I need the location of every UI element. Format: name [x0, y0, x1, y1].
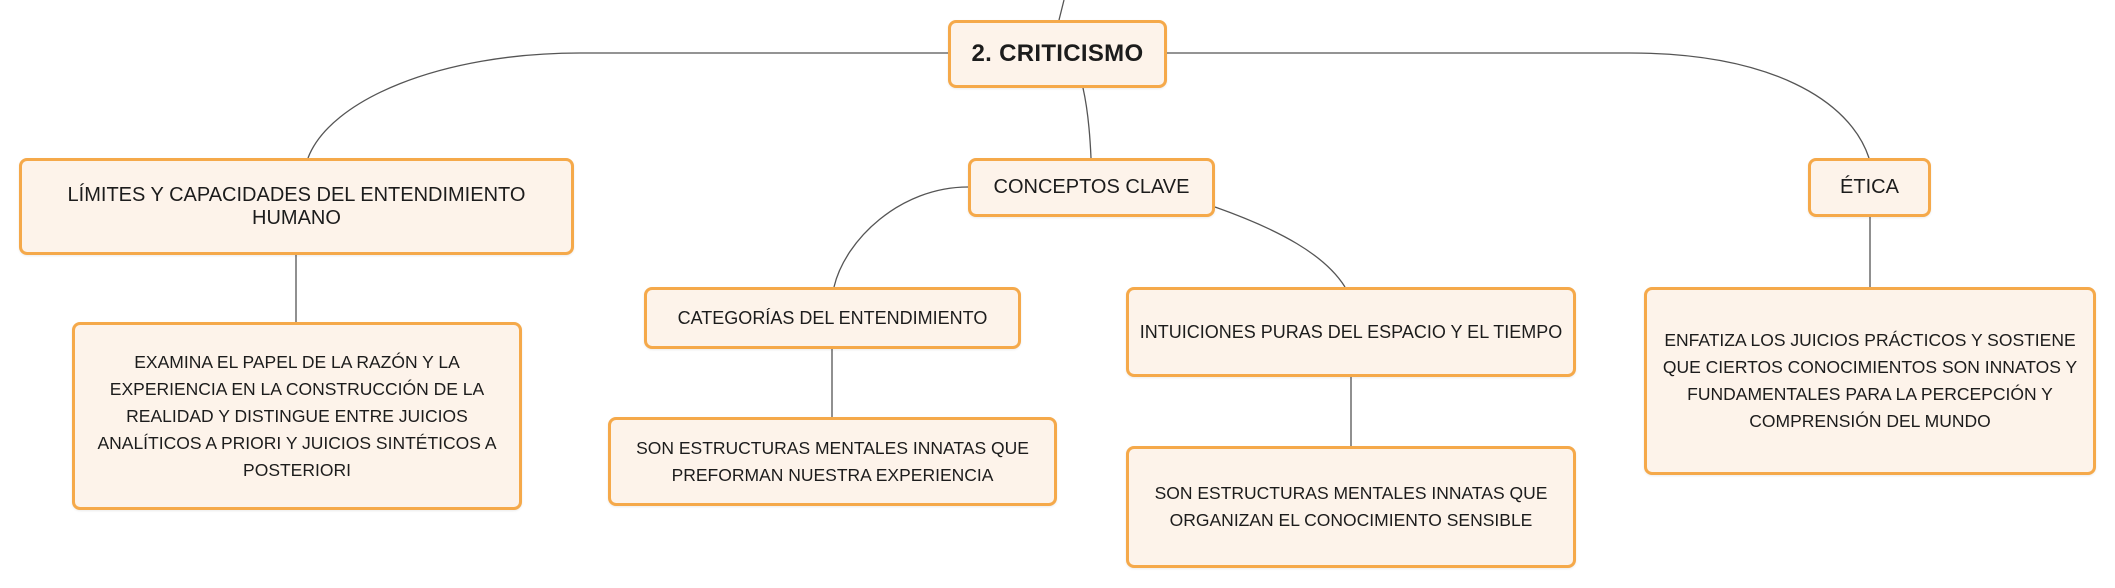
node-categorias[interactable]: CATEGORÍAS DEL ENTENDIMIENTO: [644, 287, 1021, 349]
node-etica-detail[interactable]: ENFATIZA LOS JUICIOS PRÁCTICOS Y SOSTIEN…: [1644, 287, 2096, 475]
connector-root-to-conceptos: [1082, 87, 1092, 159]
root-node-label: 2. CRITICISMO: [971, 40, 1144, 67]
node-conceptos-clave[interactable]: CONCEPTOS CLAVE: [968, 158, 1215, 217]
node-intuiciones-label: INTUICIONES PURAS DEL ESPACIO Y EL TIEMP…: [1139, 321, 1563, 342]
node-limites-detail[interactable]: EXAMINA EL PAPEL DE LA RAZÓN Y LA EXPERI…: [72, 322, 522, 510]
node-conceptos-clave-label: CONCEPTOS CLAVE: [993, 176, 1190, 198]
node-etica-label: ÉTICA: [1840, 176, 1899, 198]
node-categorias-label: CATEGORÍAS DEL ENTENDIMIENTO: [677, 307, 988, 328]
node-etica-detail-label: ENFATIZA LOS JUICIOS PRÁCTICOS Y SOSTIEN…: [1662, 330, 2078, 431]
connector-root-to-limites: [307, 52, 948, 159]
connector-root-to-etica: [1167, 52, 1870, 159]
node-categorias-detail[interactable]: SON ESTRUCTURAS MENTALES INNATAS QUE PRE…: [608, 417, 1057, 506]
node-etica[interactable]: ÉTICA: [1808, 158, 1931, 217]
root-node-criticismo[interactable]: 2. CRITICISMO: [948, 20, 1167, 88]
node-intuiciones-detail[interactable]: SON ESTRUCTURAS MENTALES INNATAS QUE ORG…: [1126, 446, 1576, 568]
node-limites-detail-label: EXAMINA EL PAPEL DE LA RAZÓN Y LA EXPERI…: [97, 351, 497, 480]
node-limites[interactable]: LÍMITES Y CAPACIDADES DEL ENTENDIMIENTO …: [19, 158, 574, 255]
node-limites-label: LÍMITES Y CAPACIDADES DEL ENTENDIMIENTO …: [67, 183, 526, 229]
connector-conceptos-to-categorias: [833, 186, 969, 288]
node-intuiciones-detail-label: SON ESTRUCTURAS MENTALES INNATAS QUE ORG…: [1154, 483, 1548, 530]
connector-conceptos-to-intuiciones: [1214, 206, 1346, 288]
node-intuiciones[interactable]: INTUICIONES PURAS DEL ESPACIO Y EL TIEMP…: [1126, 287, 1576, 377]
node-categorias-detail-label: SON ESTRUCTURAS MENTALES INNATAS QUE PRE…: [636, 437, 1029, 485]
connector-parent-to-root: [1058, 0, 1065, 21]
